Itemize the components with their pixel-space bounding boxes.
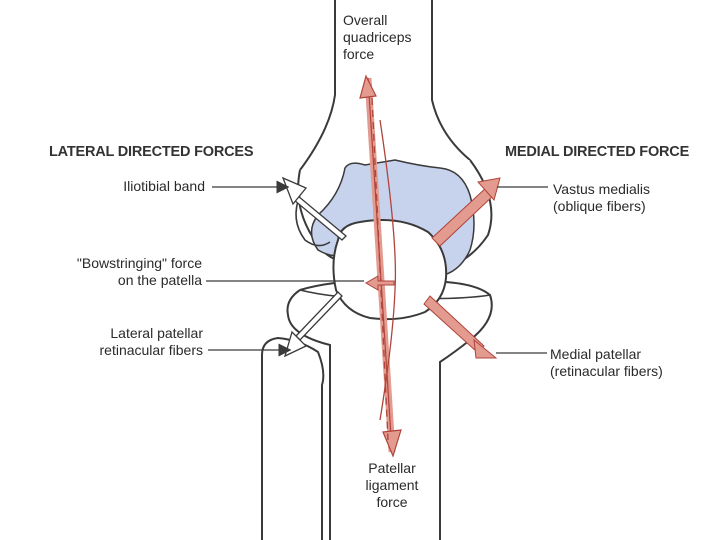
overall-quadriceps-label: Overall quadriceps force <box>343 12 412 62</box>
lateral-retinacular-arrow <box>283 291 343 358</box>
medial-forces-heading: MEDIAL DIRECTED FORCE <box>505 144 690 160</box>
bowstringing-arrow <box>365 275 395 291</box>
patellar-ligament-label: Patellar ligament force <box>365 460 419 510</box>
medial-patellar-label: Medial patellar (retinacular fibers) <box>550 346 663 379</box>
bowstringing-label: "Bowstringing" force on the patella <box>76 255 202 288</box>
resultant-dashed-line <box>371 97 389 441</box>
vastus-medialis-label: Vastus medialis (oblique fibers) <box>553 181 651 214</box>
quadriceps-line-of-pull <box>379 119 397 421</box>
fibula <box>261 336 325 540</box>
femur-shaft <box>299 0 471 171</box>
medial-retinacular-arrow <box>423 295 498 359</box>
iliotibial-band-label: Iliotibial band <box>123 178 205 194</box>
lateral-retinacular-label: Lateral patellar retinacular fibers <box>99 325 204 358</box>
vastus-medialis-arrow <box>431 177 501 247</box>
lateral-forces-heading: LATERAL DIRECTED FORCES <box>49 144 254 160</box>
lateral-epicondyle <box>295 194 331 247</box>
